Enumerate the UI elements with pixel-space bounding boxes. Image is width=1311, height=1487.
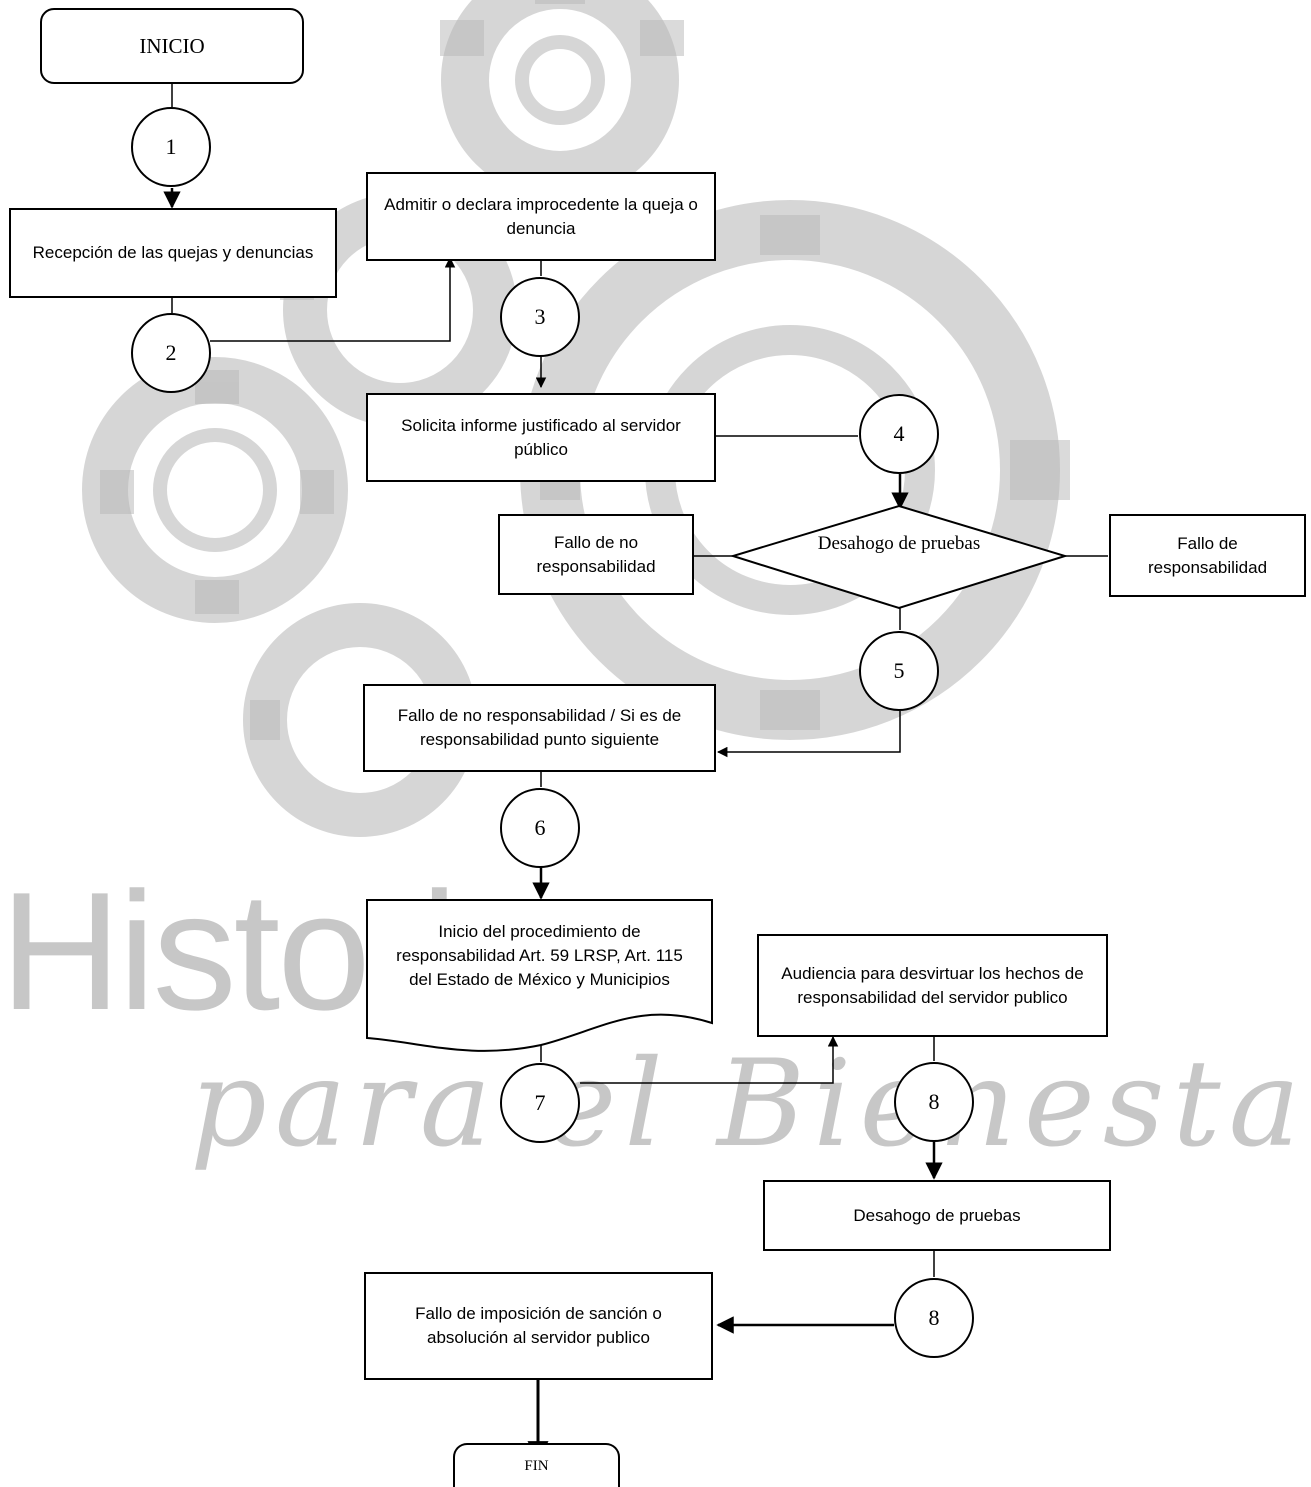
decision-label: Desahogo de pruebas (817, 533, 981, 554)
step-audiencia-box: Audiencia para desvirtuar los hechos de … (757, 934, 1108, 1037)
step-fallo-no-resp-box: Fallo de no responsabilidad / Si es de r… (363, 684, 716, 772)
step-3-circle: 3 (500, 277, 580, 357)
step-solicita-box: Solicita informe justificado al servidor… (366, 393, 716, 482)
end-terminator: FIN (453, 1443, 620, 1487)
step-4-circle: 4 (859, 394, 939, 474)
step-6-circle: 6 (500, 788, 580, 868)
fallo-responsabilidad-box: Fallo de responsabilidad (1109, 514, 1306, 597)
watermark-script-text: para el Bienestar (190, 1035, 1311, 1174)
step-1-circle: 1 (131, 107, 211, 187)
step-recepcion-box: Recepción de las quejas y denuncias (9, 208, 337, 298)
step-inicio-procedimiento-doc: Inicio del procedimiento de responsabili… (396, 922, 683, 989)
step-2-circle: 2 (131, 313, 211, 393)
step-admitir-box: Admitir o declara improcedente la queja … (366, 172, 716, 261)
start-terminator: INICIO (40, 8, 304, 84)
step-5-circle: 5 (859, 631, 939, 711)
step-8-circle-a: 8 (894, 1062, 974, 1142)
fallo-no-responsabilidad-box: Fallo de no responsabilidad (498, 514, 694, 595)
step-desahogo-pruebas-box: Desahogo de pruebas (763, 1180, 1111, 1251)
step-8-circle-b: 8 (894, 1278, 974, 1358)
step-fallo-imposicion-box: Fallo de imposición de sanción o absoluc… (364, 1272, 713, 1380)
step-7-circle: 7 (500, 1063, 580, 1143)
